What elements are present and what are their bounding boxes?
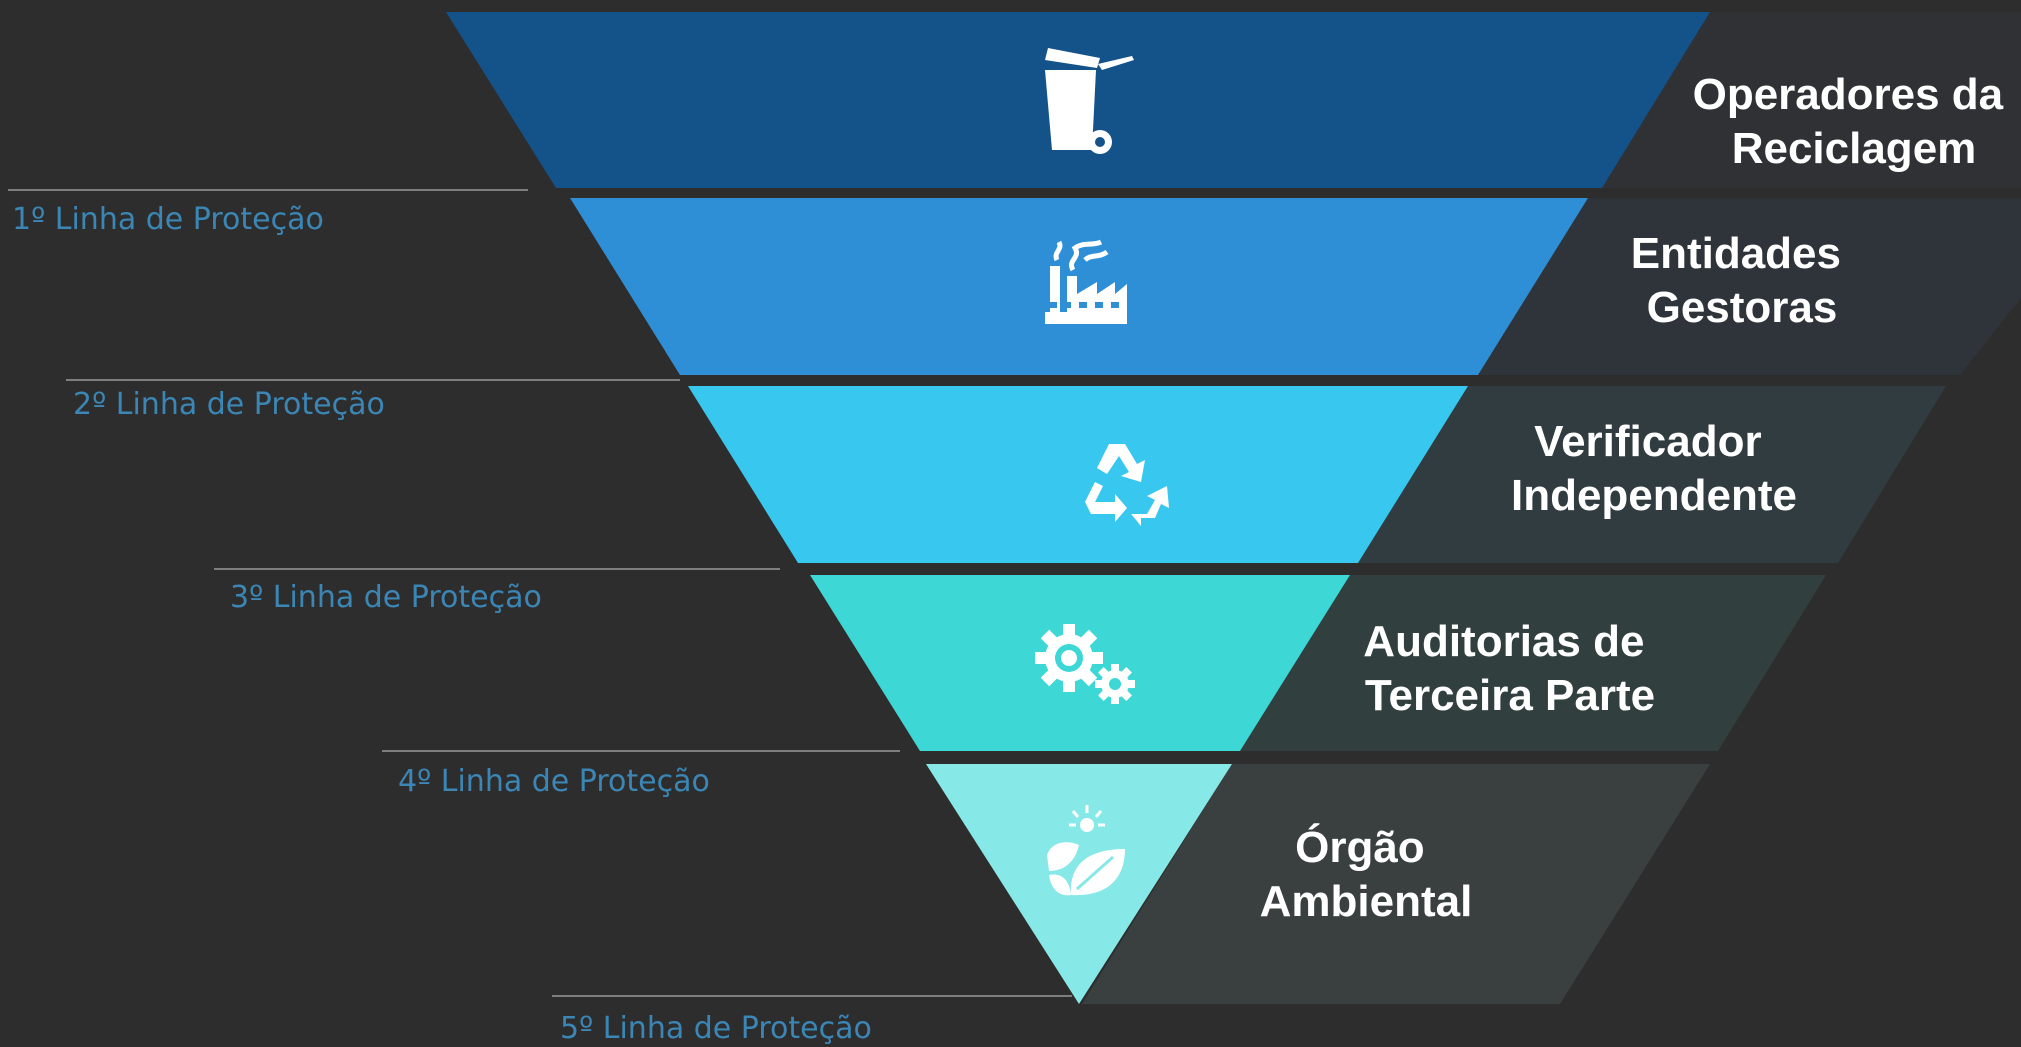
level-5-side-panel bbox=[1082, 764, 1710, 1004]
level-5-label-line2: Ambiental bbox=[1260, 877, 1473, 926]
svg-text:Operadores da Reciclagem: Operadores da Reciclagem bbox=[1693, 70, 2016, 173]
level-3-label-line1: Verificador bbox=[1534, 417, 1761, 466]
svg-text:Órgão Ambiental: Órgão Ambiental bbox=[1260, 822, 1473, 926]
recycle-icon bbox=[1085, 444, 1169, 526]
level-3-band bbox=[688, 386, 1468, 563]
level-2-band bbox=[570, 198, 1588, 375]
level-5-label-line1: Órgão bbox=[1295, 822, 1425, 872]
protection-line-4-label: 4º Linha de Proteção bbox=[398, 764, 710, 799]
level-1-label-line2: Reciclagem bbox=[1732, 124, 1977, 173]
funnel-level-1: Operadores da Reciclagem bbox=[446, 12, 2021, 188]
level-3-label-line2: Independente bbox=[1511, 471, 1797, 520]
gears-icon bbox=[1035, 624, 1135, 704]
funnel-level-3: Verificador Independente bbox=[688, 386, 1946, 563]
funnel-level-5: Órgão Ambiental bbox=[926, 764, 1710, 1004]
level-2-side-panel bbox=[1478, 198, 2021, 375]
level-4-side-panel bbox=[1240, 575, 1826, 751]
level-3-side-panel bbox=[1358, 386, 1946, 563]
level-1-label-line1: Operadores da bbox=[1693, 70, 2004, 119]
protection-line-5-label: 5º Linha de Proteção bbox=[560, 1011, 872, 1046]
protection-line-1-label: 1º Linha de Proteção bbox=[12, 202, 324, 237]
protection-line-4: 4º Linha de Proteção bbox=[382, 750, 900, 799]
level-4-label-line1: Auditorias de bbox=[1363, 617, 1644, 666]
level-4-label-line2: Terceira Parte bbox=[1365, 671, 1655, 720]
protection-line-3-label: 3º Linha de Proteção bbox=[230, 580, 542, 615]
protection-line-2-label: 2º Linha de Proteção bbox=[73, 387, 385, 422]
eco-leaf-sun-icon bbox=[1047, 805, 1125, 896]
level-1-side-panel bbox=[1600, 12, 2021, 188]
protection-line-2: 2º Linha de Proteção bbox=[66, 379, 680, 422]
protection-line-3: 3º Linha de Proteção bbox=[214, 568, 780, 615]
svg-text:Verificador Independente: Verificador Independente bbox=[1511, 417, 1797, 520]
funnel-level-4: Auditorias de Terceira Parte bbox=[810, 575, 1826, 751]
svg-text:Auditorias de Terceira P: Auditorias de Terceira Parte bbox=[1363, 617, 1656, 720]
level-2-label-line1: Entidades bbox=[1631, 229, 1841, 278]
trash-bin-icon bbox=[1045, 48, 1134, 154]
factory-icon bbox=[1045, 239, 1127, 324]
svg-text:Entidades Gestoras: Entidades Gestoras bbox=[1631, 229, 1854, 332]
funnel-level-2: Entidades Gestoras bbox=[570, 198, 2021, 375]
level-2-label-line2: Gestoras bbox=[1647, 283, 1838, 332]
protection-line-5: 5º Linha de Proteção bbox=[552, 995, 1072, 1046]
protection-line-1: 1º Linha de Proteção bbox=[8, 189, 528, 237]
